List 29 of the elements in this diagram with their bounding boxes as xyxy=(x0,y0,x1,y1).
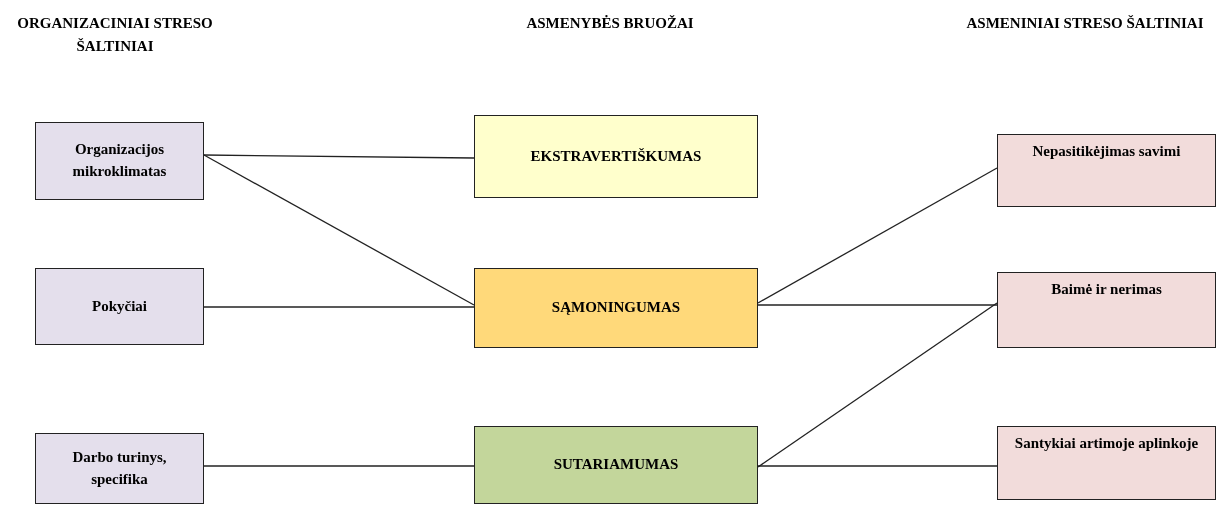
node-text: EKSTRAVERTIŠKUMAS xyxy=(530,146,702,166)
text-box xyxy=(35,433,204,504)
node-text: Darbo turinys, specifika xyxy=(71,447,168,489)
text-box xyxy=(997,134,1216,207)
connector-line xyxy=(757,302,998,468)
node-text: Pokyčiai xyxy=(92,296,147,316)
text-box xyxy=(474,426,758,504)
text-box xyxy=(997,272,1216,348)
text-box xyxy=(35,268,204,345)
column-heading: ORGANIZACINIAI STRESO ŠALTINIAI xyxy=(16,14,214,56)
node-text: Santykiai artimoje aplinkoje xyxy=(1014,434,1199,453)
text-box xyxy=(474,268,758,348)
column-heading: ASMENINIAI STRESO ŠALTINIAI xyxy=(965,14,1205,33)
text-box xyxy=(35,122,204,200)
connector-line xyxy=(757,465,998,467)
node-text: Nepasitikėjimas savimi xyxy=(1032,142,1181,161)
connector-line xyxy=(203,465,475,467)
node-text: SUTARIAMUMAS xyxy=(553,455,679,475)
connector-line xyxy=(757,167,998,304)
connector-line xyxy=(203,154,475,159)
connector-line xyxy=(757,304,998,306)
connector-line xyxy=(203,154,475,306)
node-text: SĄMONINGUMAS xyxy=(551,298,681,318)
text-box xyxy=(997,426,1216,500)
text-box xyxy=(474,115,758,198)
connector-line xyxy=(203,306,475,308)
node-text: Baimė ir nerimas xyxy=(1051,280,1162,299)
node-text: Organizacijos mikroklimatas xyxy=(71,140,168,181)
column-heading: ASMENYBĖS BRUOŽAI xyxy=(525,14,695,33)
